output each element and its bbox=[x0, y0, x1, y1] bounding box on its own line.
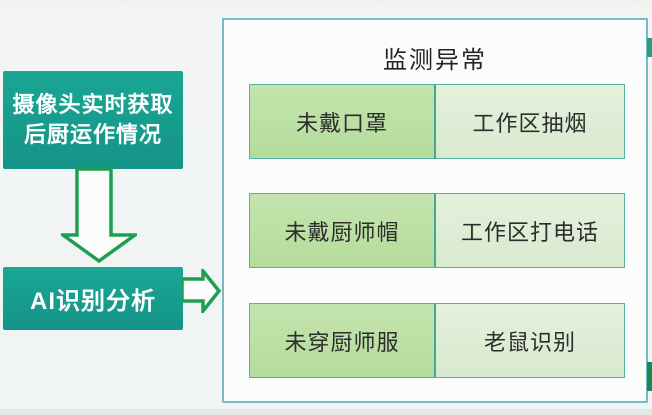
arrow-right-icon bbox=[182, 269, 222, 313]
camera-capture-line1: 摄像头实时获取 bbox=[12, 92, 174, 117]
anomaly-cell-phone-call: 工作区打电话 bbox=[436, 194, 624, 267]
anomaly-row-3: 未穿厨师服 老鼠识别 bbox=[249, 303, 625, 378]
edge-artifact-bottom bbox=[647, 362, 652, 391]
anomaly-cell-rat-detection: 老鼠识别 bbox=[436, 304, 624, 377]
anomaly-row-2: 未戴厨师帽 工作区打电话 bbox=[249, 193, 625, 268]
anomaly-cell-no-mask: 未戴口罩 bbox=[250, 85, 436, 158]
ai-analysis-label: AI识别分析 bbox=[30, 288, 156, 315]
ai-analysis-box: AI识别分析 bbox=[3, 267, 183, 330]
camera-capture-box: 摄像头实时获取 后厨运作情况 bbox=[3, 71, 183, 169]
edge-artifact-top bbox=[647, 38, 652, 57]
anomaly-cell-no-chef-uniform: 未穿厨师服 bbox=[250, 304, 436, 377]
panel-title: 监测异常 bbox=[383, 47, 487, 74]
camera-capture-line2: 后厨运作情况 bbox=[23, 122, 162, 147]
anomaly-row-1: 未戴口罩 工作区抽烟 bbox=[249, 84, 625, 159]
arrow-down-icon bbox=[61, 167, 137, 264]
anomaly-monitoring-panel: 监测异常 未戴口罩 工作区抽烟 未戴厨师帽 工作区打电话 未穿厨师服 老鼠识别 bbox=[222, 18, 648, 403]
anomaly-cell-no-chef-hat: 未戴厨师帽 bbox=[250, 194, 436, 267]
anomaly-cell-smoking: 工作区抽烟 bbox=[436, 85, 624, 158]
bottom-edge-strip bbox=[0, 409, 652, 415]
